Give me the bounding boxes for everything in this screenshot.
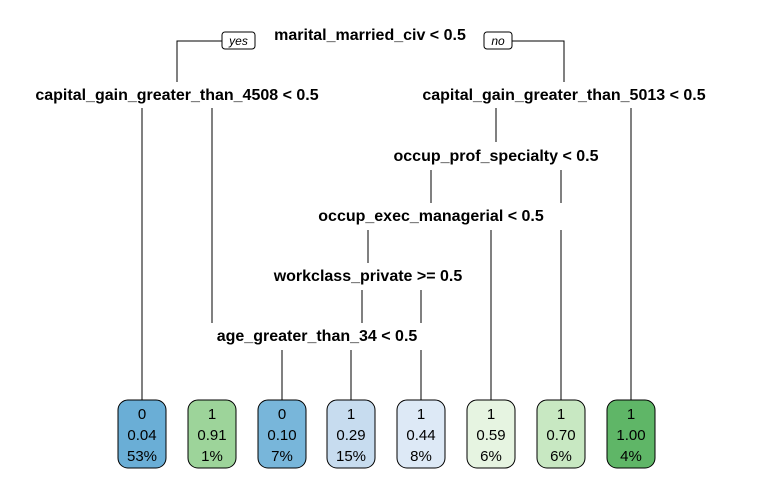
leaf-2-prob: 0.91 xyxy=(197,427,226,444)
edge-root-left xyxy=(176,40,222,82)
leaf-6-box xyxy=(466,399,516,469)
leaf-6: 1 0.59 6% xyxy=(466,399,516,469)
leaf-1-prob: 0.04 xyxy=(127,427,156,444)
leaf-4-pct: 15% xyxy=(336,448,366,465)
leaf-4-prob: 0.29 xyxy=(336,427,365,444)
split-workclass-private: workclass_private >= 0.5 xyxy=(273,268,463,285)
leaf-8-class: 1 xyxy=(627,406,635,423)
leaf-7-prob: 0.70 xyxy=(546,427,575,444)
leaf-3-class: 0 xyxy=(278,406,286,423)
leaf-4-box xyxy=(326,399,376,469)
leaf-4: 1 0.29 15% xyxy=(326,399,376,469)
leaf-2-box xyxy=(187,399,237,469)
split-age-greater-than-34: age_greater_than_34 < 0.5 xyxy=(217,328,418,345)
leaf-6-pct: 6% xyxy=(480,448,502,465)
leaf-1-pct: 53% xyxy=(127,448,157,465)
leaf-1-box xyxy=(117,399,167,469)
leaf-8-box xyxy=(606,399,656,469)
edge-root-right xyxy=(512,40,565,82)
leaf-3-prob: 0.10 xyxy=(267,427,296,444)
tree-edges xyxy=(141,40,632,400)
leaf-6-prob: 0.59 xyxy=(476,427,505,444)
leaf-8-prob: 1.00 xyxy=(616,427,645,444)
no-tag-label: no xyxy=(491,34,505,48)
leaf-2-pct: 1% xyxy=(201,448,223,465)
leaf-5: 1 0.44 8% xyxy=(396,399,446,469)
split-capital-gain-4508: capital_gain_greater_than_4508 < 0.5 xyxy=(35,87,318,104)
leaf-8: 1 1.00 4% xyxy=(606,399,656,469)
split-occup-exec-managerial: occup_exec_managerial < 0.5 xyxy=(318,208,544,225)
leaf-5-class: 1 xyxy=(417,406,425,423)
leaf-3: 0 0.10 7% xyxy=(257,399,307,469)
leaf-2-class: 1 xyxy=(208,406,216,423)
leaf-7-pct: 6% xyxy=(550,448,572,465)
leaf-7-box xyxy=(536,399,586,469)
leaf-1-class: 0 xyxy=(138,406,146,423)
split-occup-prof-specialty: occup_prof_specialty < 0.5 xyxy=(394,148,599,165)
no-tag: no xyxy=(483,31,513,50)
split-capital-gain-5013: capital_gain_greater_than_5013 < 0.5 xyxy=(422,87,705,104)
leaf-7: 1 0.70 6% xyxy=(536,399,586,469)
yes-tag: yes xyxy=(221,31,256,50)
split-root: marital_married_civ < 0.5 xyxy=(274,27,466,44)
leaf-3-pct: 7% xyxy=(271,448,293,465)
leaf-4-class: 1 xyxy=(347,406,355,423)
leaf-5-box xyxy=(396,399,446,469)
leaf-3-box xyxy=(257,399,307,469)
leaf-6-class: 1 xyxy=(487,406,495,423)
leaf-8-pct: 4% xyxy=(620,448,642,465)
yes-tag-label: yes xyxy=(228,34,248,48)
leaf-2: 1 0.91 1% xyxy=(187,399,237,469)
leaf-5-prob: 0.44 xyxy=(406,427,435,444)
leaf-7-class: 1 xyxy=(557,406,565,423)
leaf-1: 0 0.04 53% xyxy=(117,399,167,469)
leaf-5-pct: 8% xyxy=(410,448,432,465)
